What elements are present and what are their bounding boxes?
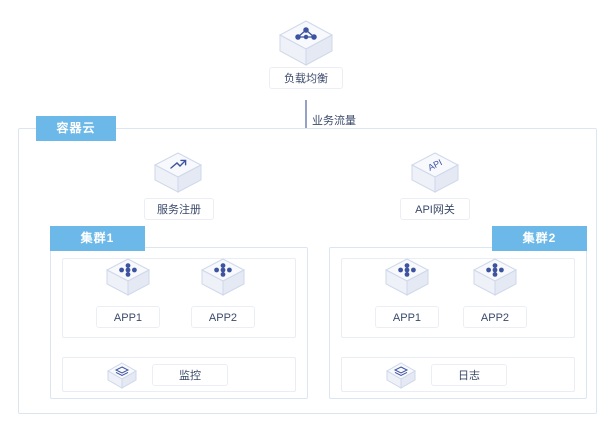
traffic-flow-label: 业务流量 bbox=[312, 115, 356, 127]
service-registry-cube-icon bbox=[152, 150, 204, 197]
cluster2-header: 集群2 bbox=[492, 226, 587, 251]
cluster1-app1-label: APP1 bbox=[96, 306, 160, 328]
log-cube-icon bbox=[384, 361, 418, 391]
cluster1-header: 集群1 bbox=[50, 226, 145, 251]
cluster2-app1-label: APP1 bbox=[375, 306, 439, 328]
cluster1-app2-label: APP2 bbox=[191, 306, 255, 328]
load-balancer-label: 负载均衡 bbox=[269, 67, 343, 89]
service-registry-label: 服务注册 bbox=[144, 198, 214, 220]
cluster2-app2-label: APP2 bbox=[463, 306, 527, 328]
monitor-cube-icon bbox=[105, 361, 139, 391]
cluster1-app1-cube-icon bbox=[104, 256, 152, 300]
api-gateway-cube-icon: API bbox=[409, 150, 461, 197]
cluster2-app2-cube-icon bbox=[471, 256, 519, 300]
container-cloud-header: 容器云 bbox=[36, 116, 116, 141]
cluster2-app1-cube-icon bbox=[383, 256, 431, 300]
cluster1-app2-cube-icon bbox=[199, 256, 247, 300]
api-gateway-label: API网关 bbox=[400, 198, 470, 220]
monitor-label: 监控 bbox=[152, 364, 228, 386]
load-balancer-cube-icon bbox=[277, 18, 335, 70]
log-label: 日志 bbox=[431, 364, 507, 386]
